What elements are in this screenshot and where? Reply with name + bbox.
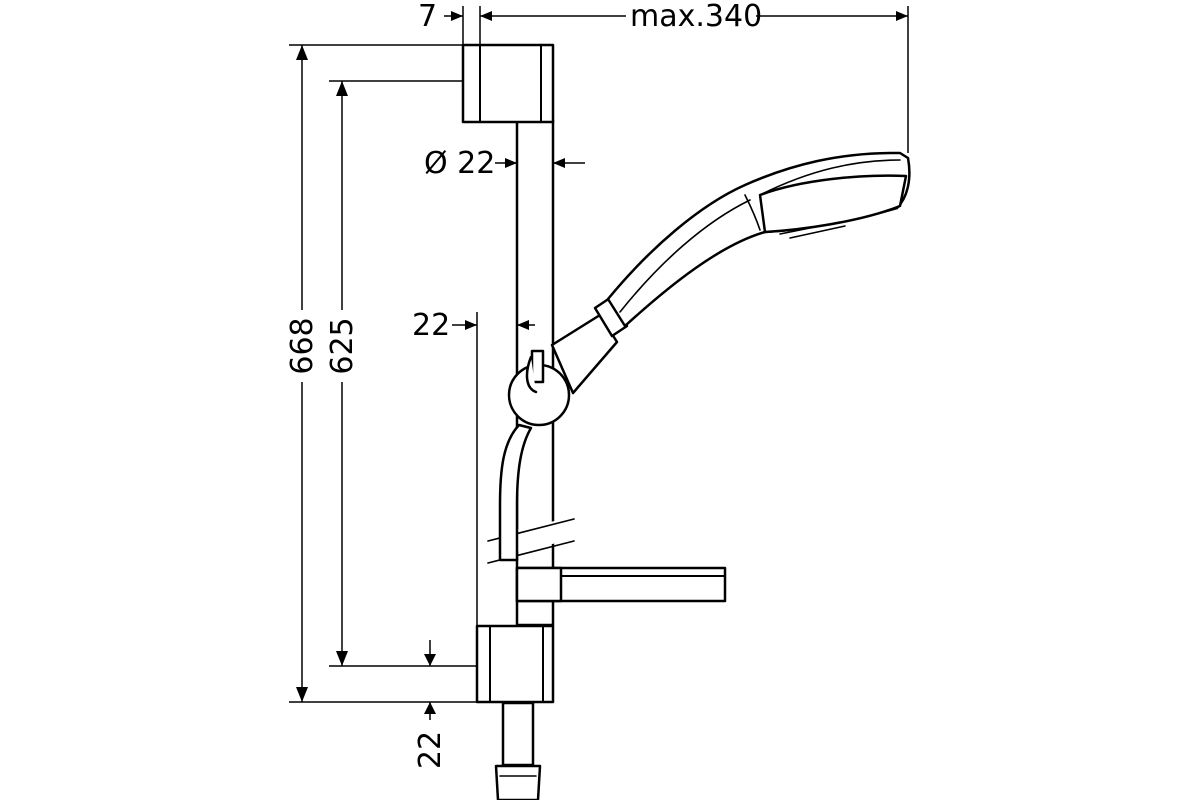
dim-offset-top-label: 7 — [418, 0, 437, 34]
dim-bar-diameter-label: Ø 22 — [424, 146, 495, 181]
hand-shower — [550, 151, 911, 395]
dim-bracket-spacing: 625 — [325, 80, 477, 667]
shower-hose — [498, 423, 533, 562]
slider-holder — [507, 349, 571, 427]
shower-hose-bottom — [494, 701, 542, 800]
dim-offset-top: 7 — [418, 0, 496, 45]
dim-bottom-offset: 22 — [413, 640, 448, 769]
dim-bar-diameter: Ø 22 — [424, 146, 585, 181]
dim-total-height: 668 — [285, 44, 477, 703]
bottom-wall-bracket — [475, 624, 555, 704]
dim-bracket-spacing-label: 625 — [325, 317, 360, 374]
dim-clearance-label: 22 — [412, 308, 450, 343]
dim-clearance: 22 — [412, 308, 535, 626]
dim-bottom-offset-label: 22 — [413, 731, 448, 769]
dim-total-height-label: 668 — [285, 317, 320, 374]
top-wall-bracket — [461, 43, 555, 124]
dim-max-reach-label: max.340 — [630, 0, 762, 34]
dim-max-reach: max.340 — [496, 0, 909, 153]
soap-dish — [515, 566, 727, 603]
